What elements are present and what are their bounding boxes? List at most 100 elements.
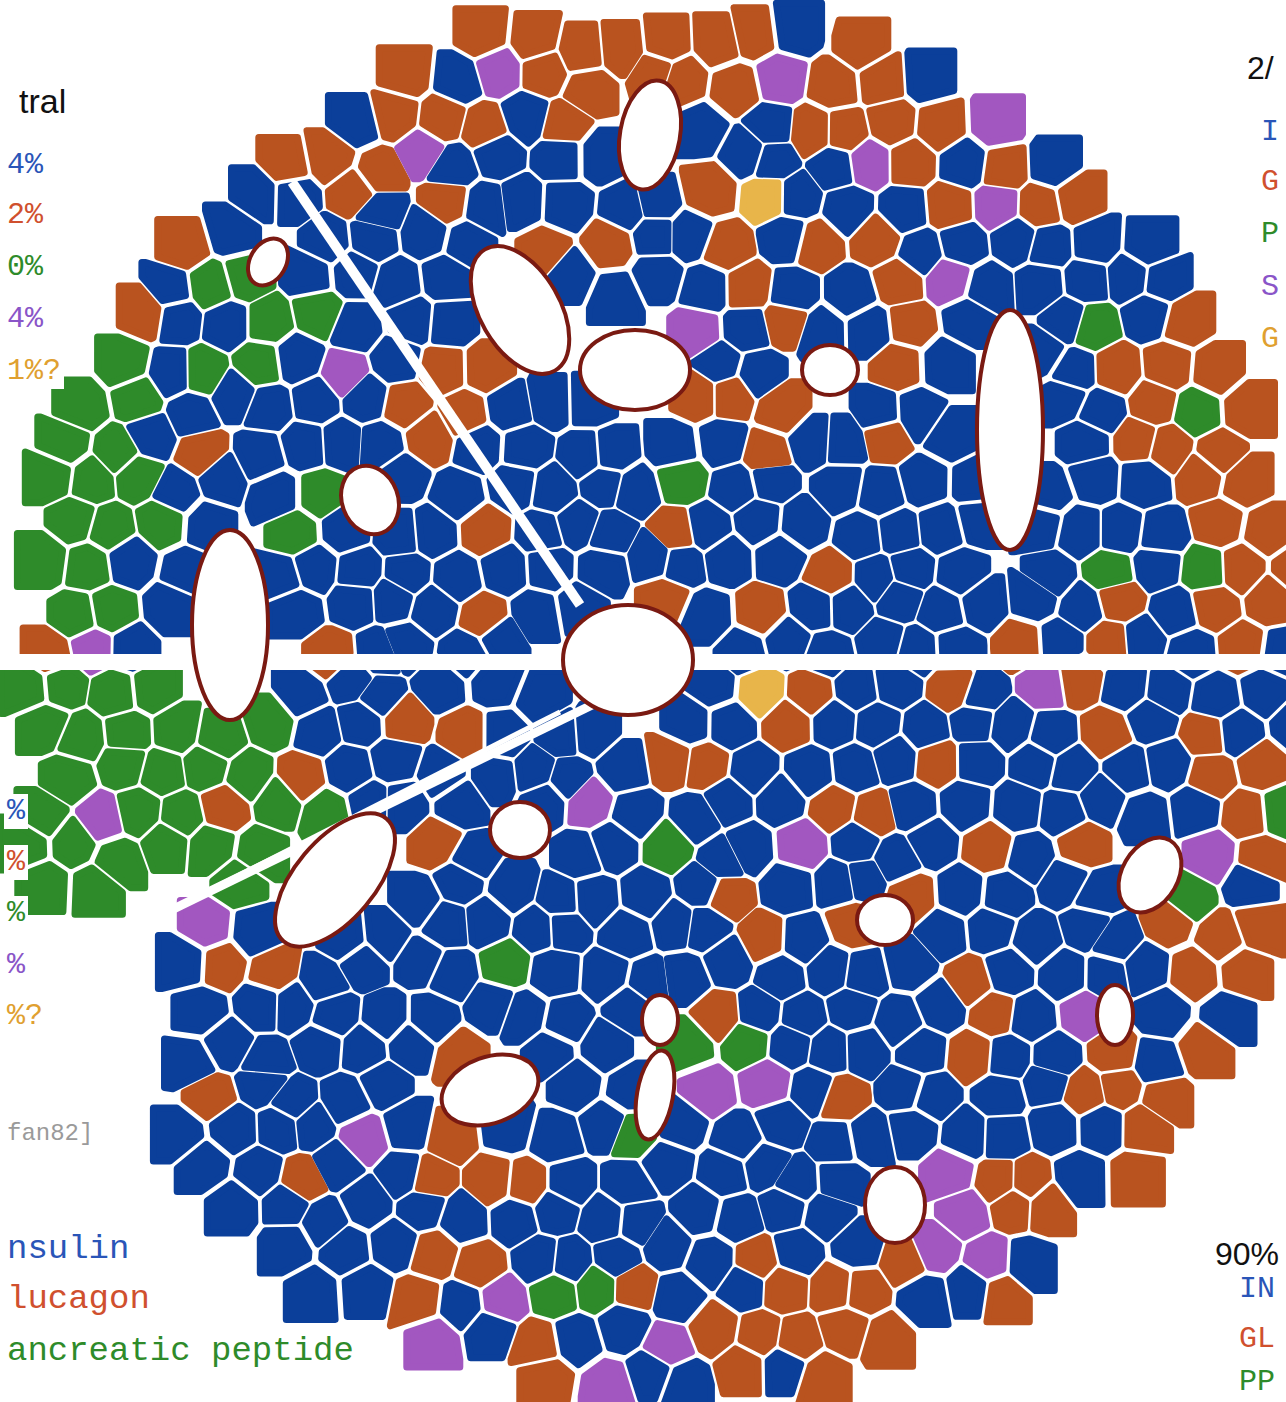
cell — [1185, 547, 1219, 586]
cell — [921, 101, 963, 148]
cell — [707, 221, 753, 267]
cell — [504, 94, 545, 143]
cell — [549, 1062, 598, 1108]
cell — [1136, 991, 1188, 1035]
cell — [1026, 1069, 1064, 1103]
cell — [374, 742, 419, 778]
cell — [1244, 673, 1286, 716]
cell — [284, 425, 320, 468]
cell — [465, 103, 504, 144]
cell — [922, 506, 959, 551]
cell — [399, 1196, 441, 1228]
cell — [1072, 460, 1115, 501]
cell — [1174, 950, 1214, 999]
cell — [834, 826, 876, 858]
cell — [758, 1104, 807, 1146]
cell — [908, 51, 954, 100]
cell — [724, 1028, 765, 1068]
cell — [853, 217, 897, 264]
cell — [316, 1143, 362, 1189]
cell — [245, 1038, 294, 1071]
cell — [1062, 584, 1099, 629]
cell — [1015, 993, 1053, 1039]
cell — [988, 875, 1031, 914]
cell — [286, 1268, 335, 1319]
cell — [768, 1271, 805, 1311]
cell-group — [0, 3, 1286, 1402]
cell — [204, 789, 247, 828]
cell — [785, 497, 828, 547]
cell — [114, 381, 160, 419]
capillary — [629, 1048, 680, 1143]
cell — [1105, 667, 1144, 708]
cell — [821, 1313, 865, 1356]
cell — [374, 1221, 413, 1270]
cell — [553, 832, 598, 874]
cell — [423, 97, 463, 138]
cell — [1132, 384, 1173, 421]
cell — [1062, 173, 1105, 221]
cell — [138, 504, 179, 547]
cell — [559, 434, 594, 476]
cell — [1239, 906, 1286, 955]
capillary — [865, 1167, 925, 1243]
cell — [619, 1267, 654, 1307]
cell — [782, 1315, 820, 1355]
cell — [858, 557, 890, 599]
cell — [1225, 953, 1271, 998]
cell — [853, 1273, 889, 1311]
cell — [548, 186, 591, 231]
cell — [729, 824, 769, 874]
cell — [113, 540, 154, 587]
capillary — [192, 530, 268, 720]
cell — [295, 380, 336, 420]
cell — [852, 386, 893, 424]
cell — [1152, 589, 1193, 632]
cell — [584, 1021, 631, 1070]
cell — [712, 467, 751, 508]
cell — [415, 588, 455, 634]
cell — [1182, 1026, 1232, 1076]
cell — [690, 746, 725, 787]
cell — [546, 101, 591, 137]
cell — [1043, 793, 1082, 833]
cell — [157, 704, 199, 750]
cell — [777, 1232, 821, 1272]
hormone-abbrev: GL — [1236, 1322, 1278, 1357]
cell — [202, 456, 244, 504]
cell — [836, 747, 876, 789]
cell — [458, 1243, 505, 1284]
cell — [929, 263, 966, 303]
cell — [300, 1106, 333, 1149]
cell — [927, 408, 979, 459]
cell — [765, 703, 807, 749]
cell — [833, 110, 865, 146]
cell — [791, 586, 827, 627]
cell — [491, 862, 537, 910]
cell — [827, 266, 872, 312]
cell — [835, 20, 888, 66]
cell — [109, 714, 148, 745]
cell — [601, 182, 640, 226]
cell — [635, 260, 680, 303]
cell — [425, 905, 464, 944]
cell — [868, 426, 911, 461]
cell — [346, 377, 383, 419]
cell — [297, 709, 338, 753]
cell — [414, 1234, 454, 1277]
cell — [374, 93, 415, 139]
cell — [604, 23, 640, 76]
cell — [899, 1279, 948, 1324]
cell — [600, 913, 649, 955]
cell — [880, 585, 920, 620]
cell — [295, 295, 339, 337]
cell — [585, 950, 625, 1000]
cell — [830, 992, 874, 1027]
cell — [943, 141, 982, 185]
cell — [376, 259, 417, 305]
cell — [599, 741, 645, 788]
cell — [316, 996, 357, 1032]
cell — [989, 1120, 1027, 1156]
cell — [530, 375, 565, 428]
cell — [307, 131, 352, 182]
